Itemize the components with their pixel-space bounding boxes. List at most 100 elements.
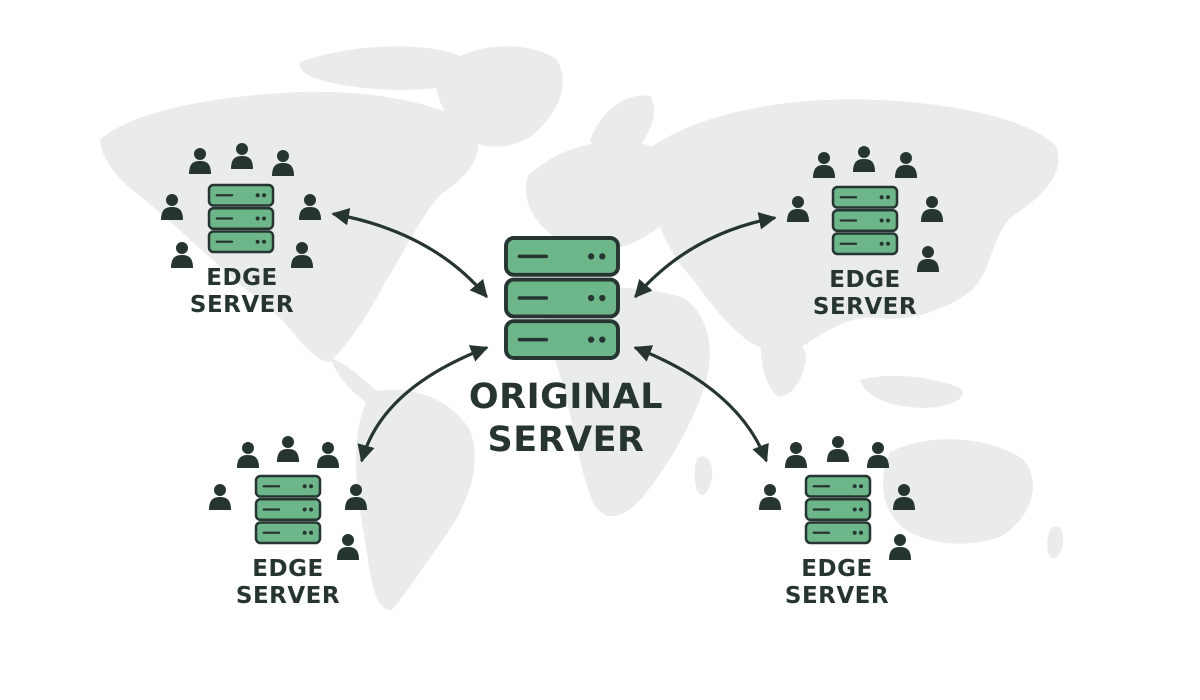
- server-led: [262, 193, 267, 198]
- edge-server-icon-bottom-right: [804, 474, 872, 545]
- continent-north-america: [100, 91, 479, 362]
- server-led: [852, 484, 857, 489]
- user-icon: [161, 194, 183, 220]
- server-unit: [254, 521, 322, 545]
- server-led: [302, 484, 307, 489]
- edge-server-label-bottom-left: EDGE SERVER: [188, 556, 388, 610]
- server-led: [879, 241, 884, 246]
- edge-server-label-bottom-right: EDGE SERVER: [737, 556, 937, 610]
- server-led: [859, 507, 864, 512]
- user-icon: [317, 442, 339, 468]
- user-icon: [921, 196, 943, 222]
- server-unit: [254, 497, 322, 522]
- user-icon: [893, 484, 915, 510]
- server-led: [255, 216, 260, 221]
- user-icon: [785, 442, 807, 468]
- server-led: [309, 484, 314, 489]
- server-led: [859, 530, 864, 535]
- server-unit: [504, 319, 620, 360]
- server-led: [309, 507, 314, 512]
- server-led: [302, 507, 307, 512]
- server-led: [879, 218, 884, 223]
- server-led: [587, 294, 595, 302]
- server-unit: [207, 230, 275, 254]
- server-led: [587, 253, 595, 260]
- edge-label-line2: SERVER: [189, 292, 295, 319]
- server-led: [262, 239, 267, 244]
- origin-server-icon: [504, 236, 620, 360]
- continent-greenland: [436, 46, 563, 147]
- edge-server-icon-top-left: [207, 183, 275, 254]
- server-led: [879, 195, 884, 200]
- continent-japan: [965, 225, 989, 267]
- server-led: [599, 253, 606, 260]
- edge-label-line1: EDGE: [252, 556, 324, 582]
- continent-arctic-islands: [299, 46, 476, 90]
- continent-india: [760, 329, 806, 397]
- edge-server-label-top-left: EDGE SERVER: [142, 265, 342, 319]
- edge-label-line2: SERVER: [812, 294, 918, 321]
- user-icon: [277, 436, 299, 462]
- user-icon: [917, 246, 939, 272]
- user-icon: [759, 484, 781, 510]
- server-led: [886, 195, 891, 200]
- edge-server-icon-top-right: [831, 185, 899, 256]
- user-icon: [867, 442, 889, 468]
- server-led: [255, 193, 260, 198]
- server-led: [302, 530, 307, 535]
- user-icon: [895, 152, 917, 178]
- user-icon: [787, 196, 809, 222]
- server-unit: [804, 474, 872, 498]
- server-led: [599, 336, 606, 343]
- user-icon: [209, 484, 231, 510]
- server-led: [859, 484, 864, 489]
- server-unit: [831, 208, 899, 233]
- edge-label-line1: EDGE: [801, 556, 873, 582]
- user-icon: [231, 143, 253, 169]
- edge-label-line2: SERVER: [235, 583, 341, 610]
- server-unit: [254, 474, 322, 498]
- server-unit: [804, 521, 872, 545]
- server-unit: [504, 236, 620, 277]
- arrow-bottom-right: [633, 345, 769, 463]
- user-icon: [345, 484, 367, 510]
- origin-server-label: ORIGINAL SERVER: [416, 376, 716, 461]
- server-led: [886, 241, 891, 246]
- user-icon: [171, 242, 193, 268]
- continent-madagascar: [694, 456, 713, 495]
- arrow-bottom-left: [357, 345, 489, 463]
- edge-label-line2: SERVER: [784, 583, 890, 610]
- server-unit: [831, 185, 899, 209]
- server-led: [852, 507, 857, 512]
- server-unit: [804, 497, 872, 522]
- continent-australia: [883, 439, 1033, 544]
- server-led: [886, 218, 891, 223]
- server-led: [309, 530, 314, 535]
- server-led: [587, 336, 595, 343]
- edge-label-line1: EDGE: [829, 267, 901, 293]
- origin-label-line1: ORIGINAL: [468, 377, 664, 417]
- user-icon: [813, 152, 835, 178]
- user-icon: [827, 436, 849, 462]
- server-unit: [504, 277, 620, 319]
- continent-new-zealand: [1047, 526, 1064, 559]
- server-led: [599, 294, 606, 302]
- user-icon: [337, 534, 359, 560]
- connection-arrows: [331, 208, 777, 463]
- edge-label-line1: EDGE: [206, 265, 278, 291]
- continent-indonesia: [860, 375, 963, 408]
- edge-server-label-top-right: EDGE SERVER: [765, 267, 965, 321]
- origin-label-line2: SERVER: [487, 419, 645, 460]
- user-icon: [291, 242, 313, 268]
- user-icon: [299, 194, 321, 220]
- user-icon: [237, 442, 259, 468]
- arrow-top-left: [331, 208, 488, 299]
- user-icon: [272, 150, 294, 176]
- user-icon: [889, 534, 911, 560]
- server-led: [262, 216, 267, 221]
- edge-server-icon-bottom-left: [254, 474, 322, 545]
- arrow-top-right: [634, 212, 777, 298]
- server-unit: [207, 206, 275, 231]
- server-led: [852, 530, 857, 535]
